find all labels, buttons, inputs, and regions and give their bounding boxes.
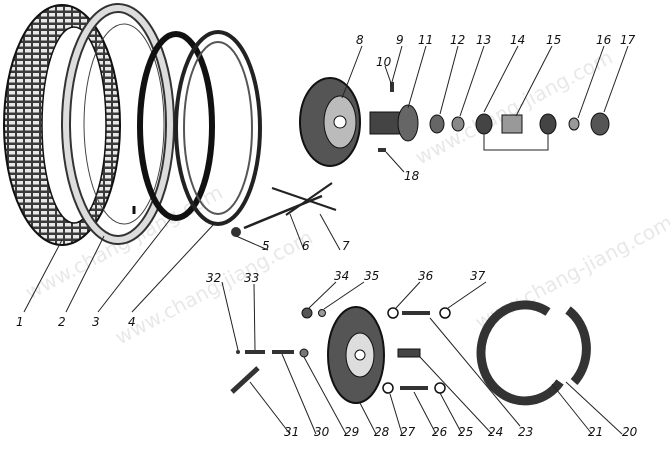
part-labels: 1 2 3 4 5 6 7 8 9 10 11 12 13 14 15 16 1… (16, 33, 638, 439)
part-4-rim (174, 30, 262, 226)
part-number-label: 27 (400, 425, 416, 439)
part-number-label: 13 (476, 33, 491, 47)
part-number-label: 18 (404, 169, 420, 183)
part-number-label: 24 (488, 425, 503, 439)
part-number-label: 8 (356, 33, 364, 47)
part-9-10-bolt (390, 82, 394, 92)
part-number-label: 9 (396, 33, 404, 47)
part-28-brake-plate (327, 306, 385, 404)
part-5-spoke-nipple (231, 227, 241, 237)
part-20-21-brake-shoes (476, 300, 591, 406)
part-number-label: 7 (342, 239, 350, 253)
part-hardware-set (230, 307, 451, 394)
part-number-label: 23 (518, 425, 533, 439)
part-number-label: 17 (620, 33, 636, 47)
part-number-label: 30 (314, 425, 330, 439)
part-number-label: 25 (458, 425, 473, 439)
part-12-17-bearing-set (429, 112, 610, 136)
part-number-label: 10 (376, 55, 392, 69)
part-number-label: 36 (418, 269, 434, 283)
part-number-label: 28 (374, 425, 390, 439)
part-number-label: 21 (588, 425, 603, 439)
part-2-tube (61, 3, 175, 245)
part-number-label: 1 (16, 315, 24, 329)
part-number-label: 14 (510, 33, 525, 47)
part-number-label: 31 (284, 425, 299, 439)
part-18-screw (378, 148, 386, 152)
part-number-label: 34 (334, 269, 349, 283)
part-number-label: 6 (302, 239, 310, 253)
part-6-7-spokes (243, 182, 337, 230)
part-11-hub-shaft (369, 104, 419, 142)
part-number-label: 32 (206, 271, 221, 285)
part-number-label: 20 (622, 425, 638, 439)
part-8-hub-plate (299, 77, 361, 167)
part-number-label: 12 (450, 33, 465, 47)
part-number-label: 15 (546, 33, 561, 47)
part-number-label: 29 (344, 425, 359, 439)
leader-lines (23, 45, 629, 435)
part-number-label: 5 (262, 239, 270, 253)
part-number-label: 16 (596, 33, 612, 47)
part-number-label: 11 (418, 33, 433, 47)
part-number-label: 4 (128, 315, 136, 329)
part-number-label: 37 (470, 269, 486, 283)
part-number-label: 33 (244, 271, 259, 285)
part-number-label: 3 (92, 315, 100, 329)
part-number-label: 2 (58, 315, 66, 329)
part-number-label: 26 (432, 425, 448, 439)
part-3-rim-band (132, 31, 215, 221)
part-number-label: 35 (364, 269, 379, 283)
